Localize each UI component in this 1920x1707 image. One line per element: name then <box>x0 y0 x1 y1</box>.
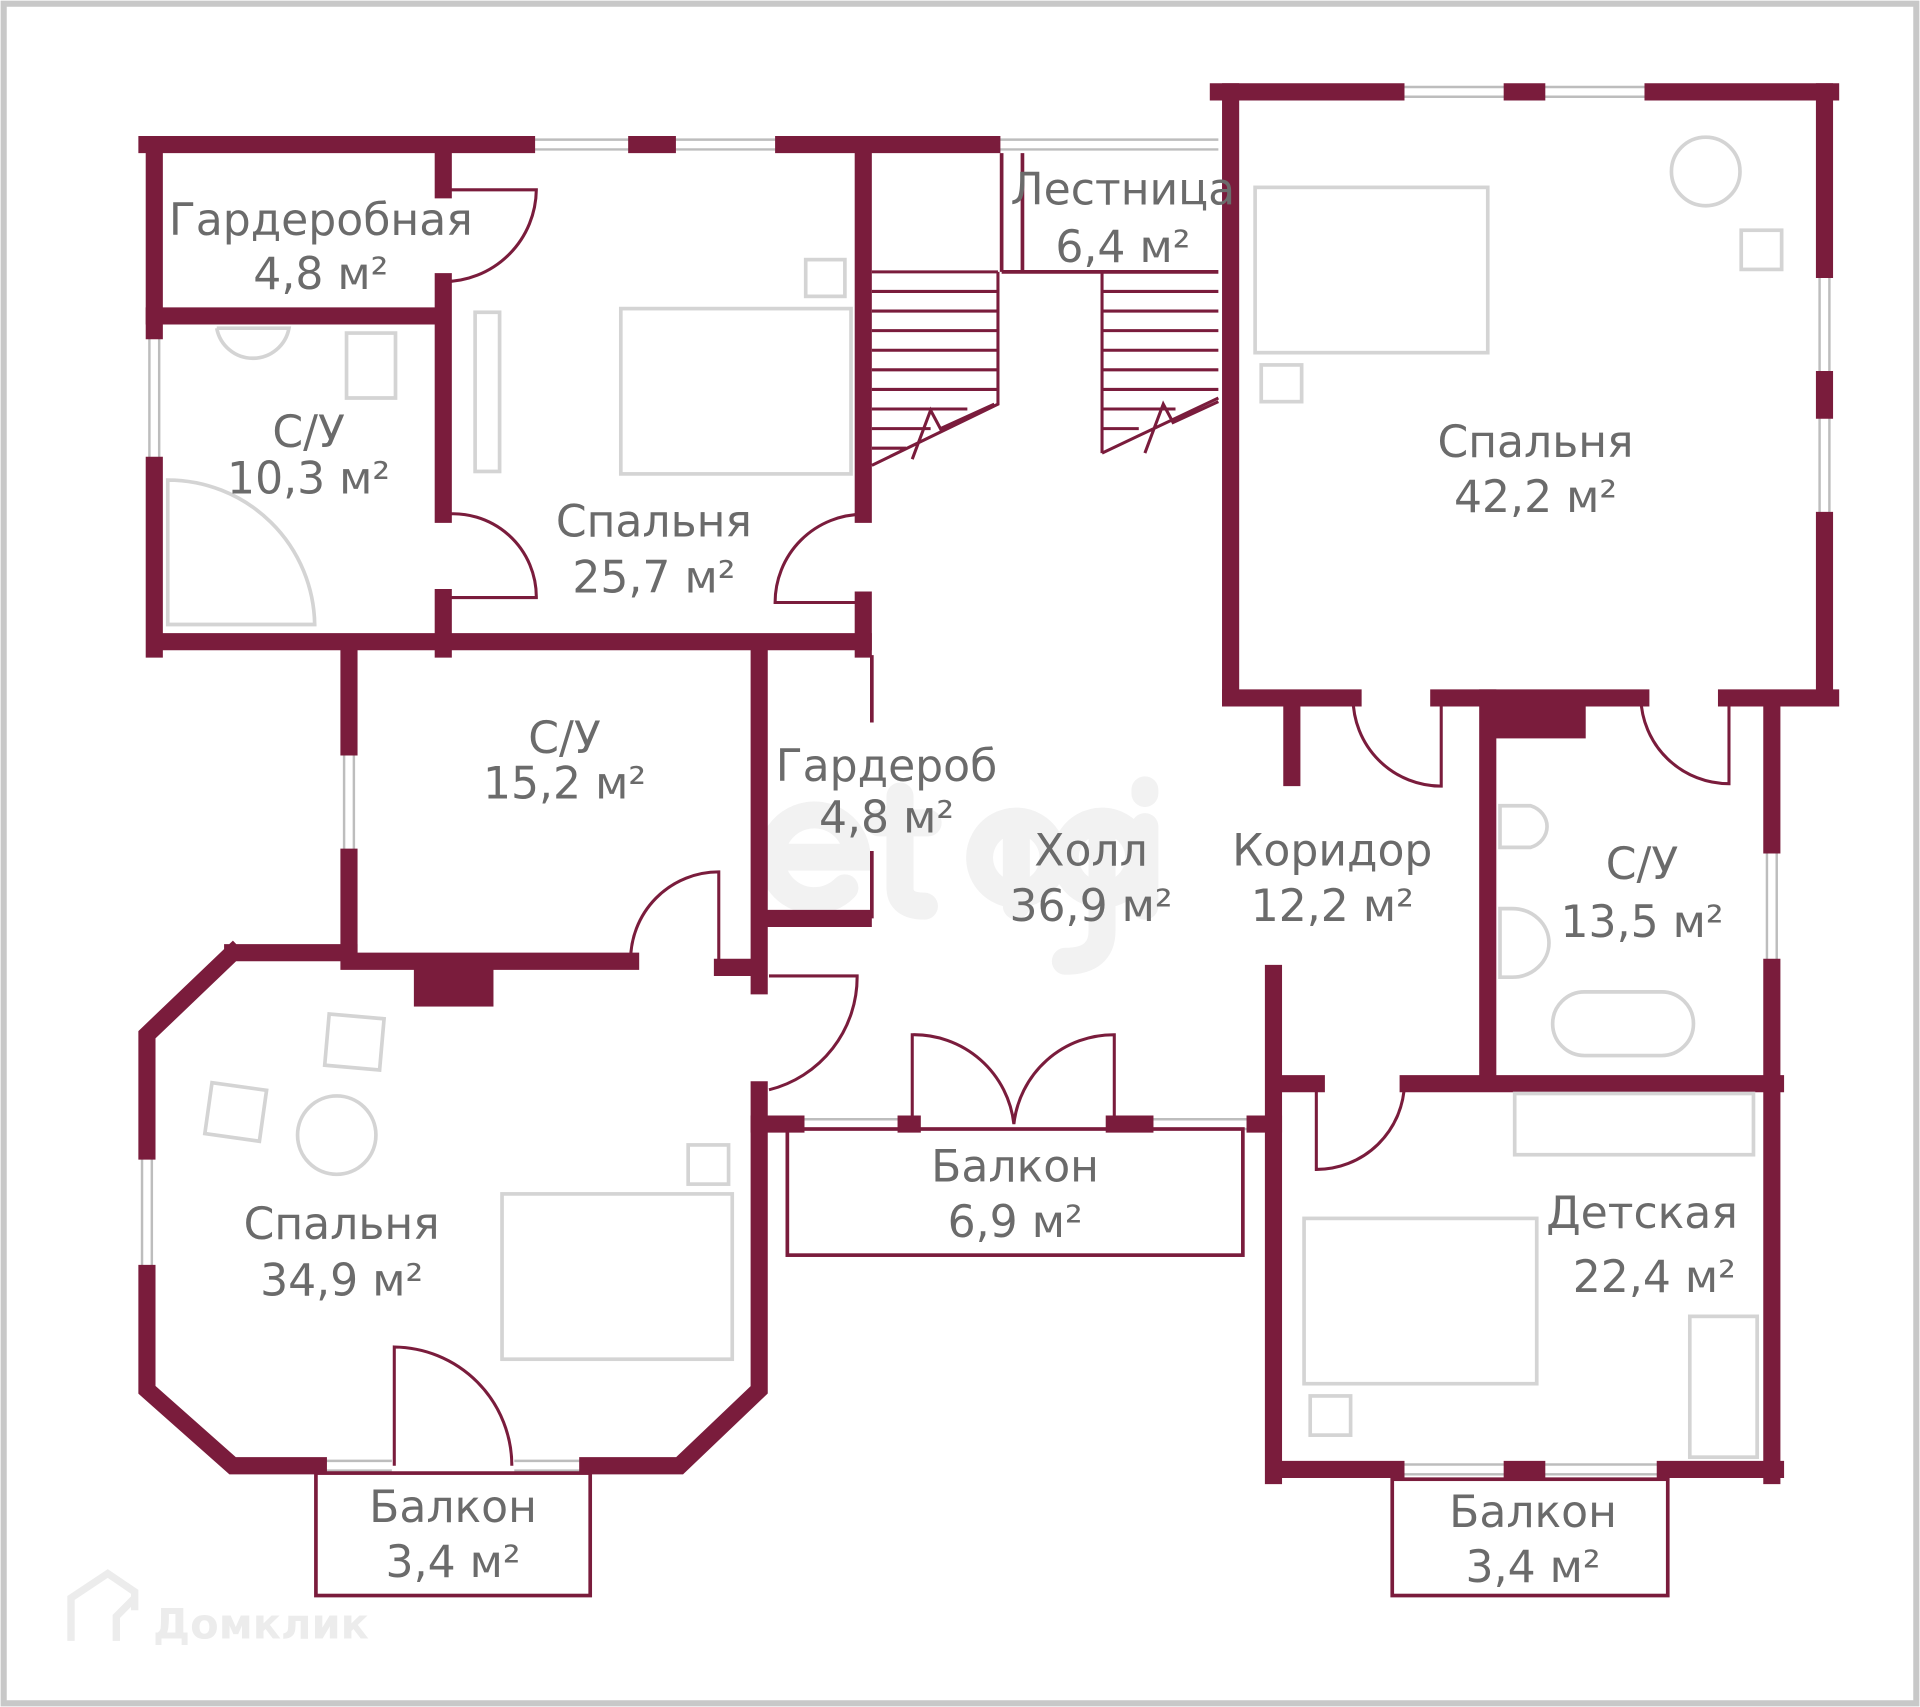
svg-text:36,9 м²: 36,9 м² <box>1009 881 1172 932</box>
svg-text:Балкон: Балкон <box>1449 1487 1617 1538</box>
svg-text:Спальня: Спальня <box>1437 417 1633 468</box>
svg-text:3,4 м²: 3,4 м² <box>1466 1542 1601 1593</box>
svg-text:Гардеробная: Гардеробная <box>169 195 473 246</box>
room-label-bathroom-3: С/У 13,5 м² <box>1561 839 1724 948</box>
room-label-bedroom-3: Спальня 34,9 м² <box>244 1199 440 1306</box>
svg-text:С/У: С/У <box>528 713 601 764</box>
walls <box>138 83 1840 1485</box>
doors <box>392 188 1731 1466</box>
room-label-balcony-center: Балкон 6,9 м² <box>931 1142 1099 1248</box>
svg-text:Гардероб: Гардероб <box>776 741 998 792</box>
furniture <box>165 135 1784 1460</box>
svg-text:6,9 м²: 6,9 м² <box>948 1197 1083 1248</box>
svg-text:6,4 м²: 6,4 м² <box>1055 222 1190 273</box>
room-label-corridor: Коридор 12,2 м² <box>1232 826 1432 932</box>
svg-text:4,8 м²: 4,8 м² <box>819 793 954 844</box>
room-label-balcony-left: Балкон 3,4 м² <box>369 1482 537 1588</box>
svg-text:Детская: Детская <box>1546 1188 1738 1239</box>
svg-text:Балкон: Балкон <box>931 1142 1099 1193</box>
room-label-bedroom-1: Спальня 25,7 м² <box>556 496 752 603</box>
svg-text:15,2 м²: 15,2 м² <box>483 758 646 809</box>
svg-text:С/У: С/У <box>1606 839 1679 890</box>
svg-text:Балкон: Балкон <box>369 1482 537 1533</box>
svg-text:Спальня: Спальня <box>244 1199 440 1250</box>
svg-text:34,9 м²: 34,9 м² <box>260 1256 423 1307</box>
svg-text:Спальня: Спальня <box>556 496 752 547</box>
svg-text:4,8 м²: 4,8 м² <box>253 249 388 300</box>
room-label-kids-room: Детская 22,4 м² <box>1546 1188 1738 1303</box>
svg-text:С/У: С/У <box>272 407 345 458</box>
room-label-bathroom-2: С/У 15,2 м² <box>483 713 646 809</box>
watermark-etagi-logo <box>757 776 1159 975</box>
svg-text:25,7 м²: 25,7 м² <box>572 553 735 604</box>
svg-text:42,2 м²: 42,2 м² <box>1454 472 1617 523</box>
svg-text:Коридор: Коридор <box>1232 826 1432 877</box>
room-label-stairs: Лестница 6,4 м² <box>1011 165 1236 274</box>
svg-text:22,4 м²: 22,4 м² <box>1573 1252 1736 1303</box>
thin-lines <box>314 153 1670 1598</box>
svg-text:3,4 м²: 3,4 м² <box>386 1537 521 1588</box>
room-label-bedroom-2: Спальня 42,2 м² <box>1437 417 1633 523</box>
stairs <box>871 270 1220 467</box>
room-label-bathroom-1: С/У 10,3 м² <box>227 407 390 505</box>
room-label-wardrobe: Гардероб 4,8 м² <box>776 741 998 843</box>
svg-text:Холл: Холл <box>1034 826 1148 877</box>
svg-text:13,5 м²: 13,5 м² <box>1561 897 1724 948</box>
room-label-hall: Холл 36,9 м² <box>1009 826 1172 932</box>
room-label-gardorobnaya: Гардеробная 4,8 м² <box>169 195 473 300</box>
svg-text:Домклик: Домклик <box>153 1599 369 1648</box>
svg-text:10,3 м²: 10,3 м² <box>227 454 390 505</box>
room-label-balcony-right: Балкон 3,4 м² <box>1449 1487 1617 1593</box>
svg-text:12,2 м²: 12,2 м² <box>1251 881 1414 932</box>
svg-text:Лестница: Лестница <box>1011 165 1236 216</box>
watermark-domclick: Домклик <box>67 1569 369 1648</box>
